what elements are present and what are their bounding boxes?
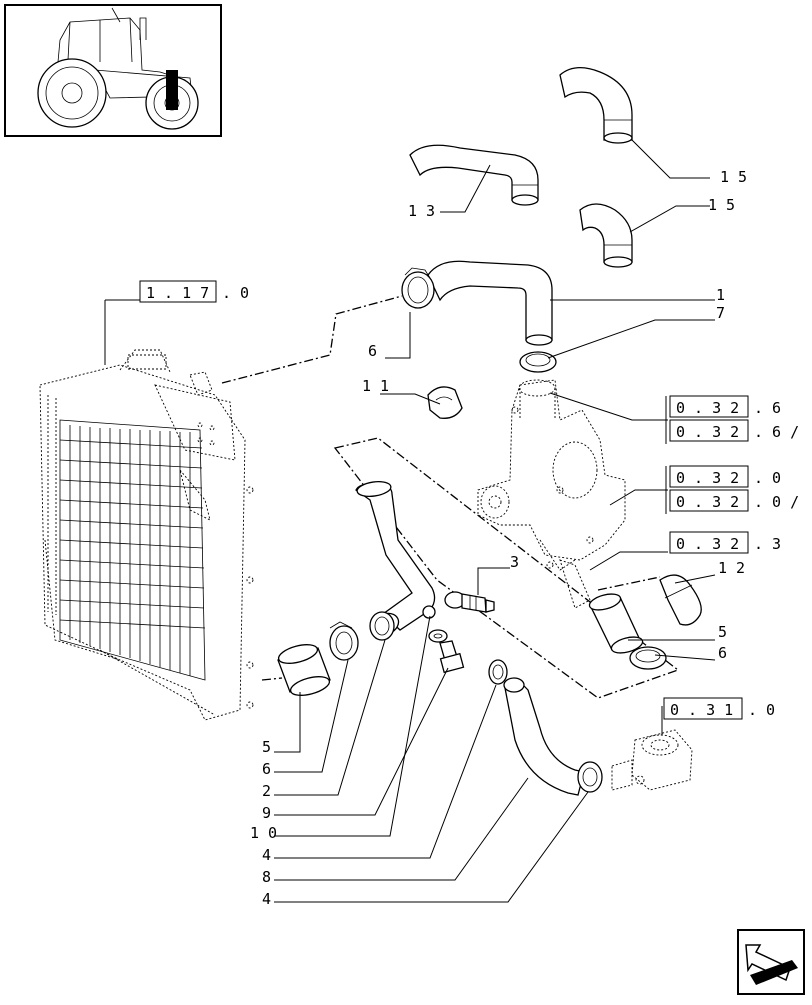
callout-3: 3: [510, 553, 519, 571]
hose-15: [579, 203, 633, 268]
callout-8: 8: [262, 868, 271, 886]
svg-text:0 . 3 2: 0 . 3 2: [676, 493, 739, 511]
callout-11: 1 1: [362, 377, 389, 395]
callout-5-right: 5: [718, 623, 727, 641]
callout-4-lower: 4: [262, 890, 271, 908]
hose-14: [559, 67, 633, 144]
callout-14: 1 5: [720, 168, 747, 186]
hose-8: [503, 677, 585, 796]
pipe-2: [355, 481, 436, 636]
reference-0-31-0[interactable]: 0 . 3 1 . 0: [663, 697, 775, 720]
clamp-7: [519, 351, 557, 373]
callout-13: 1 3: [408, 202, 435, 220]
heater-valve-fitting: [611, 729, 693, 791]
callout-5-left: 5: [262, 738, 271, 756]
hose-12: [659, 574, 702, 626]
svg-text:0 . 3 2: 0 . 3 2: [676, 469, 739, 487]
hose-5-right: [588, 593, 644, 654]
svg-text:0 . 3 2: 0 . 3 2: [676, 535, 739, 553]
fitting-10: [422, 605, 436, 619]
reference-0-32-6[interactable]: 0 . 3 2 . 6: [665, 395, 781, 420]
callout-12: 1 2: [718, 559, 745, 577]
bolt-9: [439, 640, 465, 674]
connection-line: [221, 295, 403, 384]
reference-1-17-0[interactable]: 1 . 1 7 . 0: [139, 280, 249, 303]
tractor-thumbnail-icon[interactable]: [4, 4, 222, 137]
clamp-6-upper: [401, 267, 435, 309]
callout-10: 1 0: [250, 824, 277, 842]
svg-text:. 0: . 0: [748, 701, 775, 719]
hose-1: [427, 260, 553, 346]
svg-text:1 . 1 7: 1 . 1 7: [146, 284, 209, 302]
clamp-11: [427, 386, 463, 419]
sensor-3: [444, 591, 495, 613]
clamp-6-right: [629, 646, 667, 670]
clamp-2-ring: [369, 611, 395, 641]
clamp-4-lower: [577, 761, 603, 793]
next-page-arrow-icon[interactable]: [737, 929, 805, 995]
svg-text:. 6 /: . 6 /: [754, 423, 799, 441]
callout-2: 2: [262, 782, 271, 800]
washer-9: [428, 629, 448, 643]
hose-5-left: [277, 644, 331, 696]
callout-6-left: 6: [262, 760, 271, 778]
callout-15: 1 5: [708, 196, 735, 214]
clamp-4-upper: [488, 659, 508, 685]
reference-0-32-0[interactable]: 0 . 3 2 . 0: [665, 465, 781, 490]
callout-9: 9: [262, 804, 271, 822]
callout-4-upper: 4: [262, 846, 271, 864]
svg-text:0 . 3 2: 0 . 3 2: [676, 423, 739, 441]
svg-text:. 0: . 0: [222, 284, 249, 302]
reference-0-32-6-slash[interactable]: 0 . 3 2 . 6 /: [665, 419, 799, 444]
water-pump: [477, 379, 626, 571]
pump-outlet-pipe: [559, 559, 591, 609]
leader-lines: [104, 139, 716, 903]
connection-line: [597, 576, 661, 591]
clamp-6-left: [329, 621, 359, 661]
svg-text:. 0: . 0: [754, 469, 781, 487]
connection-line: [261, 677, 283, 681]
radiator: [39, 349, 254, 721]
svg-text:0 . 3 2: 0 . 3 2: [676, 399, 739, 417]
reference-0-32-3[interactable]: 0 . 3 2 . 3: [669, 531, 781, 554]
hose-13: [409, 144, 539, 206]
svg-text:. 0 /: . 0 /: [754, 493, 799, 511]
callout-6-upper: 6: [368, 342, 377, 360]
svg-text:0 . 3 1: 0 . 3 1: [670, 701, 733, 719]
assembly-boundary: [333, 437, 680, 699]
svg-text:. 6: . 6: [754, 399, 781, 417]
callout-7: 7: [716, 304, 725, 322]
reference-0-32-0-slash[interactable]: 0 . 3 2 . 0 /: [665, 489, 799, 514]
callout-6-right: 6: [718, 644, 727, 662]
svg-text:. 3: . 3: [754, 535, 781, 553]
callout-1: 1: [716, 286, 725, 304]
